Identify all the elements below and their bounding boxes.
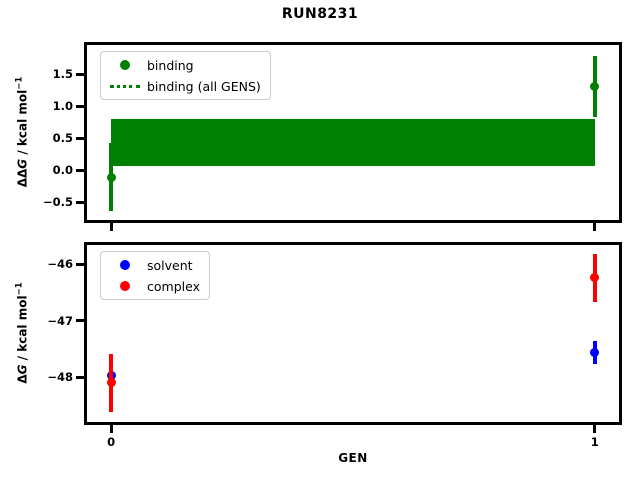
blue-dot-icon (120, 260, 130, 270)
legend-item-complex: complex (108, 276, 200, 296)
y-tick-label: 0.5 (52, 131, 73, 146)
x-tick-label: 1 (590, 435, 599, 449)
legend-item-binding-all-gens: binding (all GENS) (108, 76, 261, 96)
y-tick-label: −47 (47, 313, 73, 328)
binding-plot-area (87, 45, 619, 220)
ylabel-delta-prefix: ΔΔ (15, 168, 30, 188)
x-axis-label: GEN (338, 451, 368, 465)
dotted-line-icon (110, 84, 140, 88)
y-tick-mark (76, 104, 84, 108)
green-dot-icon (120, 60, 130, 70)
y-tick-mark (76, 319, 84, 323)
binding-subplot: binding binding (all GENS) (84, 42, 622, 223)
bottom-y-axis-label: ΔG / kcal mol−1 (15, 282, 30, 383)
legend-item-solvent: solvent (108, 255, 200, 275)
legend-handle (108, 281, 142, 291)
data-point-binding (590, 82, 600, 91)
y-tick-mark (76, 72, 84, 76)
x-tick-label: 0 (107, 435, 116, 449)
data-point-complex (590, 273, 600, 283)
legend-label-complex: complex (147, 278, 200, 294)
x-tick-mark (109, 223, 113, 231)
legend-label-binding-all-gens: binding (all GENS) (147, 78, 261, 94)
dg-plot-area (87, 245, 619, 422)
top-y-axis-label: ΔΔG / kcal mol−1 (15, 77, 30, 188)
x-tick-mark (109, 425, 113, 433)
ylabel-delta-prefix: Δ (15, 374, 30, 384)
legend-handle (108, 60, 142, 70)
y-tick-mark (76, 375, 84, 379)
y-tick-label: −0.5 (42, 195, 73, 210)
x-tick-mark (593, 223, 597, 231)
y-tick-label: 0.0 (52, 163, 73, 178)
legend-label-solvent: solvent (147, 257, 193, 273)
y-tick-label: −48 (47, 370, 73, 385)
legend-handle (108, 84, 142, 88)
data-point-binding (106, 172, 116, 182)
confidence-band (111, 119, 595, 166)
red-dot-icon (120, 281, 130, 291)
x-tick-mark (593, 425, 597, 433)
y-tick-mark (76, 136, 84, 140)
data-point-solvent (590, 347, 600, 357)
ylabel-exponent: −1 (14, 282, 25, 296)
y-tick-label: −46 (47, 257, 73, 272)
y-tick-label: 1.5 (52, 67, 73, 82)
legend-item-binding: binding (108, 55, 261, 75)
dg-subplot: solvent complex (84, 242, 622, 425)
ylabel-symbol: G (15, 364, 30, 375)
binding-legend: binding binding (all GENS) (100, 51, 271, 100)
ylabel-symbol: G (15, 158, 30, 169)
ylabel-unit: / kcal mol (15, 89, 30, 159)
data-point-complex (106, 378, 116, 388)
dg-legend: solvent complex (100, 251, 210, 300)
y-tick-label: 1.0 (52, 99, 73, 114)
y-tick-mark (76, 168, 84, 172)
y-tick-mark (76, 200, 84, 204)
legend-label-binding: binding (147, 57, 194, 73)
figure-title: RUN8231 (281, 6, 359, 22)
legend-handle (108, 260, 142, 270)
y-tick-mark (76, 262, 84, 266)
ylabel-exponent: −1 (14, 76, 25, 90)
ylabel-unit: / kcal mol (15, 295, 30, 365)
